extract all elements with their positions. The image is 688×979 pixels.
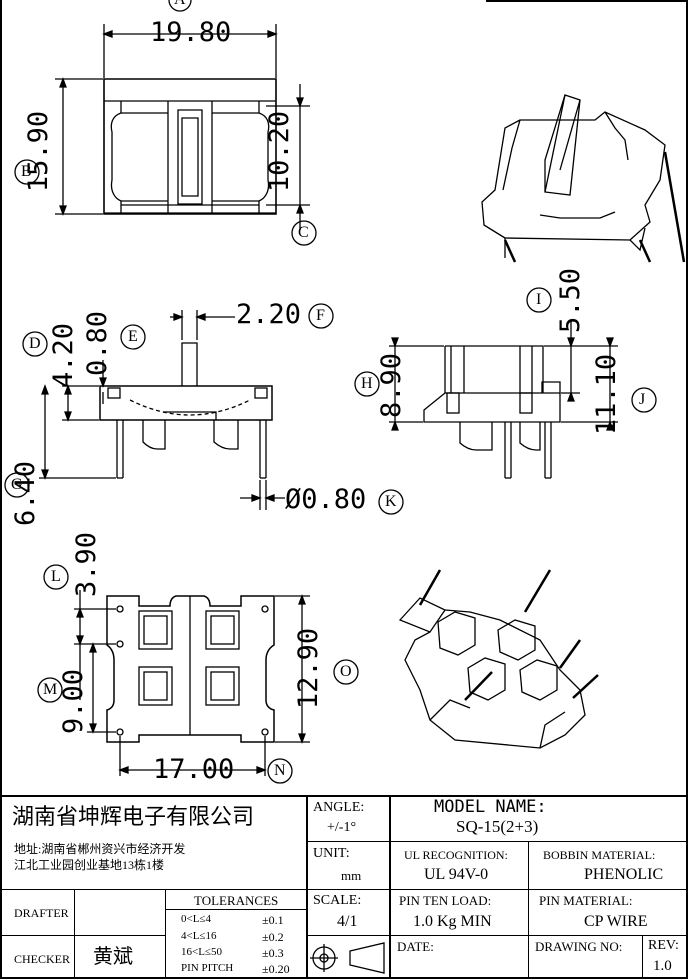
tol-range-2: 16<L≤50 bbox=[181, 946, 222, 958]
scale-label: SCALE: bbox=[313, 893, 362, 908]
date-label: DATE: bbox=[397, 939, 434, 954]
marker-l: L bbox=[51, 568, 61, 585]
dim-bottom-pitch-y: 3.90 bbox=[71, 531, 103, 598]
dim-bottom-width: 17.00 bbox=[153, 754, 235, 785]
dim-side-pin-len: 6.40 bbox=[10, 460, 42, 527]
marker-c: C bbox=[298, 224, 309, 241]
ul-value: UL 94V-0 bbox=[424, 866, 489, 883]
model-value: SQ-15(2+3) bbox=[456, 817, 539, 836]
side-view bbox=[39, 310, 285, 510]
projection-symbol-icon bbox=[310, 942, 385, 974]
bottom-view bbox=[74, 590, 310, 776]
dim-side-height: 4.20 bbox=[48, 322, 80, 389]
pin-load-label: PIN TEN LOAD: bbox=[399, 893, 492, 908]
unit-label: UNIT: bbox=[313, 846, 350, 861]
drawing-no-label: DRAWING NO: bbox=[535, 939, 623, 954]
tolerances-label: TOLERANCES bbox=[194, 893, 279, 908]
dim-side-lip: 0.80 bbox=[82, 310, 114, 377]
iso-view-top bbox=[481, 94, 686, 263]
tol-range-1: 4<L≤16 bbox=[181, 930, 217, 942]
pin-load-value: 1.0 Kg MIN bbox=[413, 913, 492, 930]
company-address-1: 地址:湖南省郴州资兴市经济开发 bbox=[14, 842, 186, 856]
marker-m: M bbox=[43, 681, 58, 698]
rev-value: 1.0 bbox=[653, 958, 672, 974]
marker-j: J bbox=[639, 391, 646, 408]
top-rule bbox=[486, 0, 688, 2]
scale-value: 4/1 bbox=[337, 913, 358, 930]
rev-label: REV: bbox=[648, 938, 679, 953]
marker-e: E bbox=[128, 328, 138, 345]
company-address-2: 江北工业园创业基地13栋1楼 bbox=[14, 858, 165, 872]
marker-h: H bbox=[361, 375, 373, 392]
tol-value-2: ±0.3 bbox=[262, 946, 284, 960]
marker-k: K bbox=[385, 493, 397, 510]
drafter-label: DRAFTER bbox=[14, 906, 69, 920]
end-view bbox=[389, 320, 618, 479]
marker-n: N bbox=[274, 762, 286, 779]
marker-g: G bbox=[11, 476, 23, 493]
bobbin-label: BOBBIN MATERIAL: bbox=[543, 848, 656, 862]
marker-f: F bbox=[316, 307, 325, 324]
marker-o: O bbox=[340, 663, 352, 680]
marker-d: D bbox=[29, 335, 41, 352]
angle-label: ANGLE: bbox=[313, 800, 365, 815]
tol-value-3: ±0.20 bbox=[262, 962, 290, 976]
dim-side-pin-width: 2.20 bbox=[236, 299, 302, 330]
dim-end-body: 8.90 bbox=[376, 352, 408, 419]
marker-b: B bbox=[21, 163, 32, 180]
ul-label: UL RECOGNITION: bbox=[404, 848, 508, 862]
dim-pin-dia: Ø0.80 bbox=[285, 484, 367, 515]
tol-range-3: PIN PITCH bbox=[181, 962, 234, 974]
iso-view-bottom bbox=[398, 569, 599, 749]
dim-bottom-height: 12.90 bbox=[293, 627, 325, 710]
company-name: 湖南省坤辉电子有限公司 bbox=[12, 805, 255, 830]
dim-top-slot: 10.20 bbox=[264, 110, 296, 193]
marker-a: A bbox=[174, 0, 186, 8]
tol-range-0: 0<L≤4 bbox=[181, 913, 211, 925]
dim-top-width: 19.80 bbox=[150, 17, 232, 48]
dim-bottom-span-y: 9.00 bbox=[58, 668, 90, 735]
bobbin-value: PHENOLIC bbox=[584, 866, 664, 883]
dim-end-total: 11.10 bbox=[591, 353, 623, 436]
model-label: MODEL NAME: bbox=[434, 797, 547, 817]
marker-i: I bbox=[536, 291, 542, 308]
checker-label: CHECKER bbox=[14, 952, 71, 966]
title-block: 湖南省坤辉电子有限公司 地址:湖南省郴州资兴市经济开发 江北工业园创业基地13栋… bbox=[0, 795, 688, 979]
unit-value: mm bbox=[341, 868, 362, 883]
top-view bbox=[55, 24, 310, 230]
checker-name: 黄斌 bbox=[93, 946, 133, 968]
tol-value-0: ±0.1 bbox=[262, 913, 284, 927]
pin-material-value: CP WIRE bbox=[584, 913, 648, 930]
tol-value-1: ±0.2 bbox=[262, 930, 284, 944]
pin-material-label: PIN MATERIAL: bbox=[539, 893, 633, 908]
dim-end-top: 5.50 bbox=[555, 267, 587, 334]
angle-value: +/-1° bbox=[327, 820, 357, 835]
